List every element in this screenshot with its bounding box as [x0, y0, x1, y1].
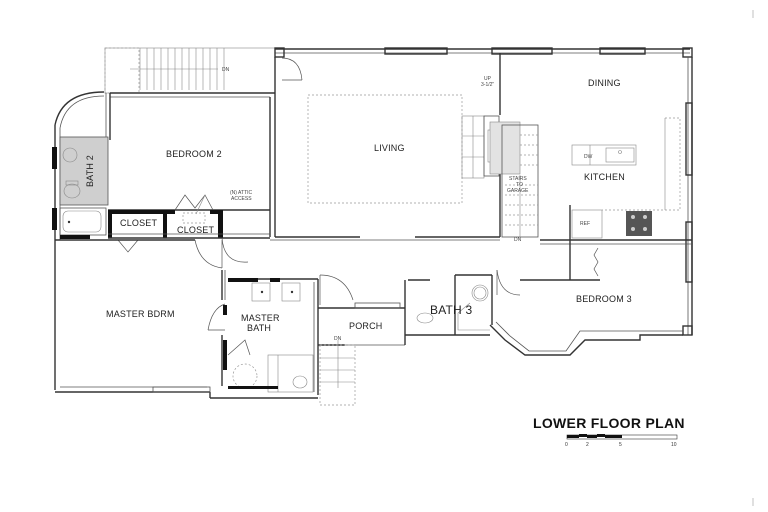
up-note-line1: UP [484, 76, 491, 82]
interior-walls [55, 53, 692, 395]
top-stairs [104, 47, 276, 94]
room-label-bath3: BATH 3 [430, 303, 473, 317]
scale-tick-5: 5 [619, 442, 622, 448]
room-label-bath2: BATH 2 [85, 154, 96, 188]
room-label-master-bdrm: MASTER BDRM [106, 309, 175, 319]
dn-porch-stairs: DN [334, 336, 342, 342]
doors [194, 57, 521, 331]
attic-access-note-line2: ACCESS [231, 196, 252, 202]
dishwasher-label: DW [584, 154, 593, 160]
bath2-fixtures [52, 136, 109, 239]
attic-access-note-line1: (N) ATTIC [230, 190, 253, 196]
stairs-note-line2: TO [516, 182, 523, 188]
scale-bar [566, 434, 678, 440]
room-label-kitchen: KITCHEN [584, 172, 625, 182]
room-label-dining: DINING [588, 78, 621, 88]
room-label-master-bath-1: MASTER [241, 313, 280, 323]
room-label-living: LIVING [374, 143, 405, 153]
room-label-closet-2: CLOSET [177, 225, 215, 235]
room-label-bedroom2: BEDROOM 2 [166, 149, 222, 159]
room-label-porch: PORCH [349, 321, 383, 331]
scale-tick-0: 0 [565, 442, 568, 448]
up-note-line2: 3-1/2" [481, 82, 495, 88]
room-label-closet-1: CLOSET [120, 218, 158, 228]
living-fixtures [307, 94, 521, 204]
room-label-bedroom3: BEDROOM 3 [576, 294, 632, 304]
closets [108, 194, 270, 253]
stairs-note-line1: STAIRS [509, 176, 527, 182]
stairs-note-line3: GARAGE [507, 188, 529, 194]
porch-stairs [319, 340, 356, 406]
kitchen-fixtures [569, 117, 681, 240]
stairs-to-garage [501, 124, 539, 238]
refrigerator-label: REF [580, 221, 590, 227]
dn-top-stairs: DN [222, 67, 230, 73]
plan-title: LOWER FLOOR PLAN [533, 415, 685, 431]
dn-garage-stairs: DN [514, 237, 522, 243]
scale-tick-2: 2 [586, 442, 589, 448]
scale-tick-10: 10 [671, 442, 677, 448]
room-label-master-bath-2: BATH [247, 323, 272, 333]
